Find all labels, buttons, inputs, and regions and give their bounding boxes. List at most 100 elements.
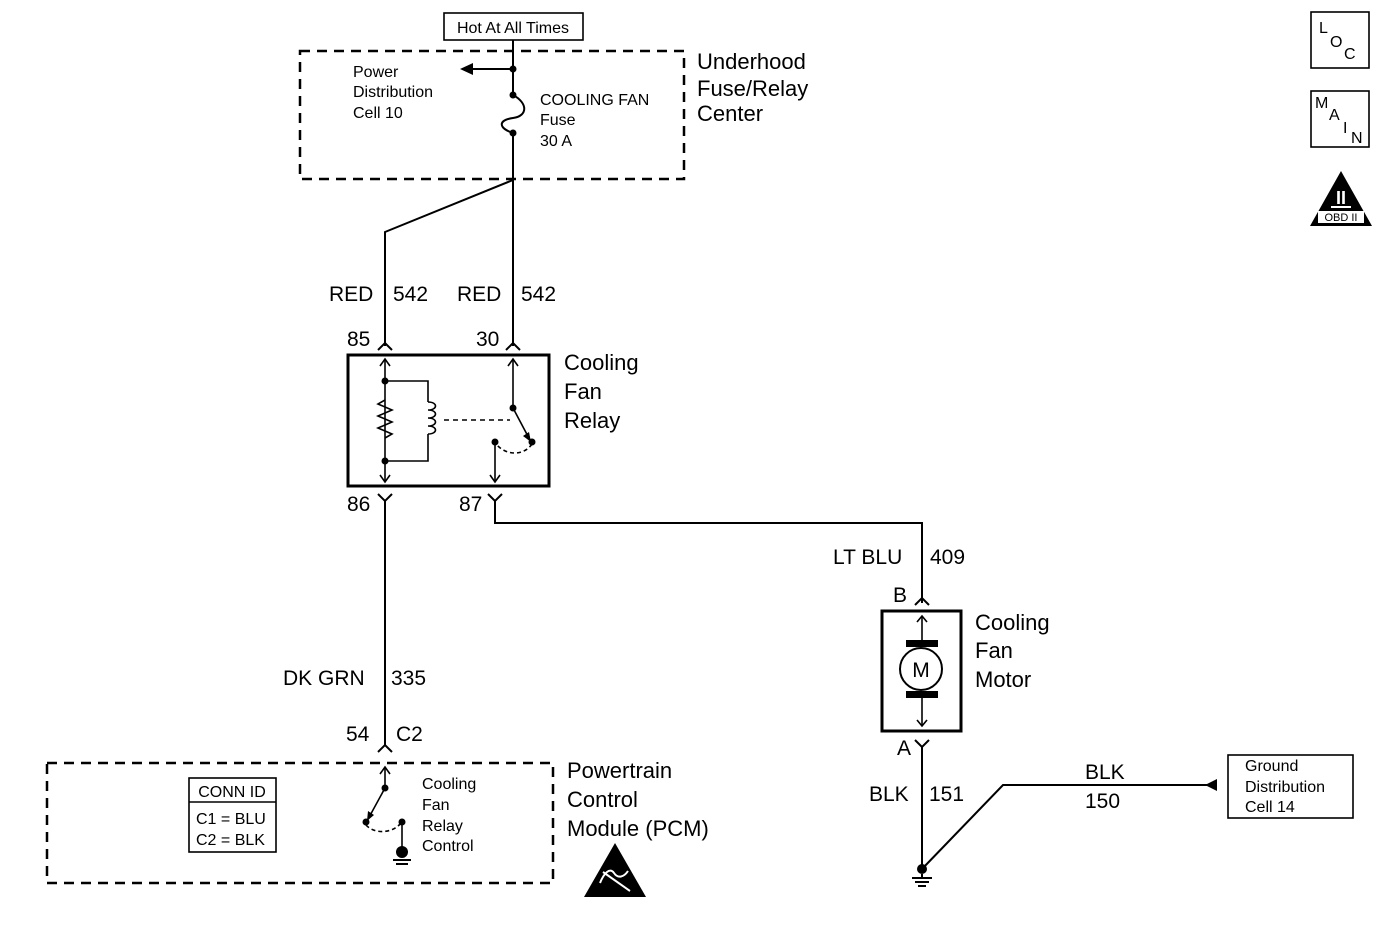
motor-symbol-letter: M (912, 659, 930, 682)
pcm-switch-travel (365, 822, 402, 833)
motor-arrow-top (916, 614, 928, 623)
dk-grn-circuit: 335 (391, 667, 426, 690)
ground-dist-line2: Distribution (1245, 779, 1325, 796)
blk-150-circuit: 150 (1085, 790, 1120, 813)
fuse-label-line1: COOLING FAN (540, 92, 649, 109)
lt-blu-color: LT BLU (833, 546, 902, 569)
power-dist-arrowhead (460, 63, 473, 75)
pcm-switch-contact (362, 818, 370, 826)
fuse-label-line3: 30 A (540, 133, 572, 150)
relay-coil-wire-top (385, 380, 429, 402)
relay-in-arrow-30 (507, 357, 519, 367)
motor-title-line1: Cooling (975, 610, 1050, 635)
motor-arrow-bottom (916, 719, 928, 728)
pcm-box (45, 761, 555, 885)
pin-86-connector-icon (377, 493, 393, 503)
pin-87-label: 87 (459, 493, 482, 516)
conn-id-title: CONN ID (198, 784, 266, 801)
conn-id-row1: C1 = BLU (196, 811, 266, 828)
power-dist-line2: Distribution (353, 84, 433, 101)
red-542-wire-left (384, 179, 514, 346)
loc-letter-c: C (1344, 46, 1356, 63)
motor-title-line2: Fan (975, 638, 1013, 663)
fuse-center-title-line1: Underhood (697, 49, 806, 74)
motor-brush-bottom (906, 691, 938, 698)
blk-150-wire (921, 784, 1210, 870)
red-left-circuit: 542 (393, 283, 428, 306)
fuse-center-title-line3: Center (697, 101, 763, 126)
relay-switch-travel (495, 443, 533, 454)
pcm-title-line1: Powertrain (567, 758, 672, 783)
ground-dist-line1: Ground (1245, 758, 1298, 775)
loc-letter-l: L (1319, 20, 1328, 37)
pin-85-connector-icon (377, 341, 393, 351)
fuse-label-line2: Fuse (540, 112, 576, 129)
relay-in-arrow-87 (489, 474, 501, 484)
ground-distribution-box (1227, 754, 1354, 819)
pcm-input-arrow (379, 765, 391, 775)
fuse-relay-center-box (298, 49, 686, 181)
relay-in-arrow-86 (379, 474, 391, 484)
motor-pin-a-label: A (897, 737, 911, 760)
lt-blu-409-wire (494, 501, 923, 603)
splice-dot (509, 65, 517, 73)
ground-dist-line3: Cell 14 (1245, 799, 1295, 816)
pin-30-label: 30 (476, 328, 499, 351)
main-letter-n: N (1351, 130, 1363, 147)
conn-id-table (188, 777, 277, 853)
relay-coil-wire-bottom (385, 434, 429, 462)
pcm-title-line2: Control (567, 787, 638, 812)
loc-icon[interactable]: L O C (1310, 11, 1370, 69)
relay-title-line3: Relay (564, 408, 620, 433)
relay-title-line1: Cooling (564, 350, 639, 375)
pin-85-label: 85 (347, 328, 370, 351)
pcm-switch-arrowhead (367, 811, 374, 821)
main-icon[interactable]: M A I N (1310, 90, 1370, 148)
obd-numeral: II (1336, 188, 1346, 208)
pcm-control-line3: Relay (422, 818, 463, 835)
obd-label: OBD II (1324, 212, 1357, 224)
lt-blu-circuit: 409 (930, 546, 965, 569)
motor-pin-a-connector-icon (914, 739, 930, 749)
main-letter-m: M (1315, 95, 1328, 112)
esd-warning-icon (584, 843, 646, 897)
motor-brush-top (906, 640, 938, 647)
pcm-control-line2: Fan (422, 797, 450, 814)
power-dist-line3: Cell 10 (353, 105, 403, 122)
pcm-ground-dot (396, 846, 408, 858)
hot-at-all-times-label: Hot At All Times (457, 20, 569, 37)
fuse-icon (500, 94, 526, 134)
red-right-circuit: 542 (521, 283, 556, 306)
conn-id-row2: C2 = BLK (196, 832, 265, 849)
relay-coil-icon (427, 401, 437, 435)
pcm-title-line3: Module (PCM) (567, 816, 709, 841)
pcm-pin-connector-icon (377, 743, 393, 753)
pin-86-label: 86 (347, 493, 370, 516)
cooling-fan-relay-box (346, 353, 551, 488)
pcm-pin-label: 54 (346, 723, 370, 746)
cooling-fan-motor-box (880, 609, 963, 733)
main-letter-a: A (1329, 107, 1340, 124)
relay-switch-arrowhead (523, 432, 531, 442)
blk-151-circuit: 151 (929, 783, 964, 806)
blk-150-color: BLK (1085, 761, 1125, 784)
motor-symbol-icon (899, 647, 943, 691)
obd-ii-icon[interactable]: II OBD II (1310, 171, 1372, 226)
relay-in-arrow-85 (379, 357, 391, 367)
motor-pin-b-connector-icon (914, 596, 930, 606)
relay-switch-contact (528, 438, 536, 446)
power-dist-line1: Power (353, 64, 399, 81)
motor-title-line3: Motor (975, 667, 1031, 692)
blk-151-color: BLK (869, 783, 909, 806)
red-left-color: RED (329, 283, 373, 306)
fuse-center-title-line2: Fuse/Relay (697, 76, 808, 101)
motor-pin-b-label: B (893, 584, 907, 607)
loc-letter-o: O (1330, 34, 1342, 51)
red-right-color: RED (457, 283, 501, 306)
pcm-control-line4: Control (422, 838, 474, 855)
dk-grn-color: DK GRN (283, 667, 365, 690)
pcm-control-line1: Cooling (422, 776, 476, 793)
pin-87-connector-icon (487, 493, 503, 503)
main-letter-i: I (1343, 120, 1347, 137)
